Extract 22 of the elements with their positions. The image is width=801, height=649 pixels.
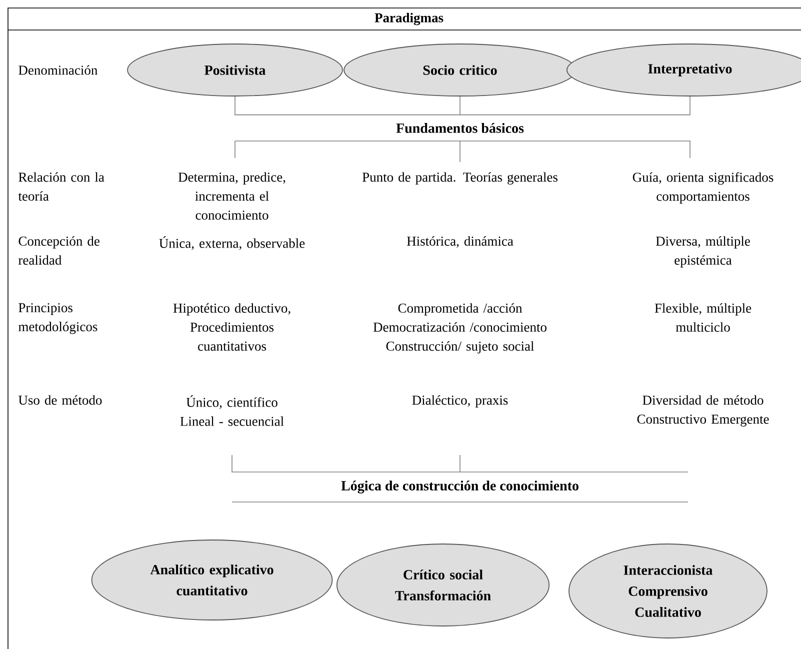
title: Paradigmas	[374, 12, 444, 26]
label: Uso de método	[18, 395, 102, 405]
label: Guía, orienta significados comportamientos	[632, 172, 774, 204]
label: Determina, predice, incrementa el conocimiento	[178, 172, 286, 220]
label: Relación con la teoría	[18, 172, 104, 201]
heading: Lógica de construcción de conocimiento	[341, 480, 578, 494]
label: Comprometida /acción Democratización /conocimiento Construcción/ sujeto social	[373, 303, 546, 354]
label: Principios metodológicos	[18, 303, 98, 334]
label: Única, externa, observable	[159, 236, 305, 250]
label: Punto de partida. Teorías generales	[362, 172, 558, 184]
connector	[234, 96, 460, 116]
label: Flexible, múltiple multiciclo	[654, 303, 752, 332]
label: Histórica, dinámica	[406, 236, 514, 248]
label: Concepción de realidad	[18, 236, 100, 265]
label: Único, científico Lineal - secuencial	[180, 395, 284, 426]
label: Diversidad de método Constructivo Emergente	[637, 395, 769, 426]
label: Dialéctico, praxis	[412, 395, 508, 408]
label: Hipotético deductivo, Procedimientos cuantitativos	[173, 303, 290, 351]
heading: Fundamentos básicos	[396, 123, 524, 133]
label: Diversa, múltiple epistémica	[656, 236, 750, 268]
connector	[460, 96, 690, 116]
label: Denominación	[18, 65, 98, 75]
